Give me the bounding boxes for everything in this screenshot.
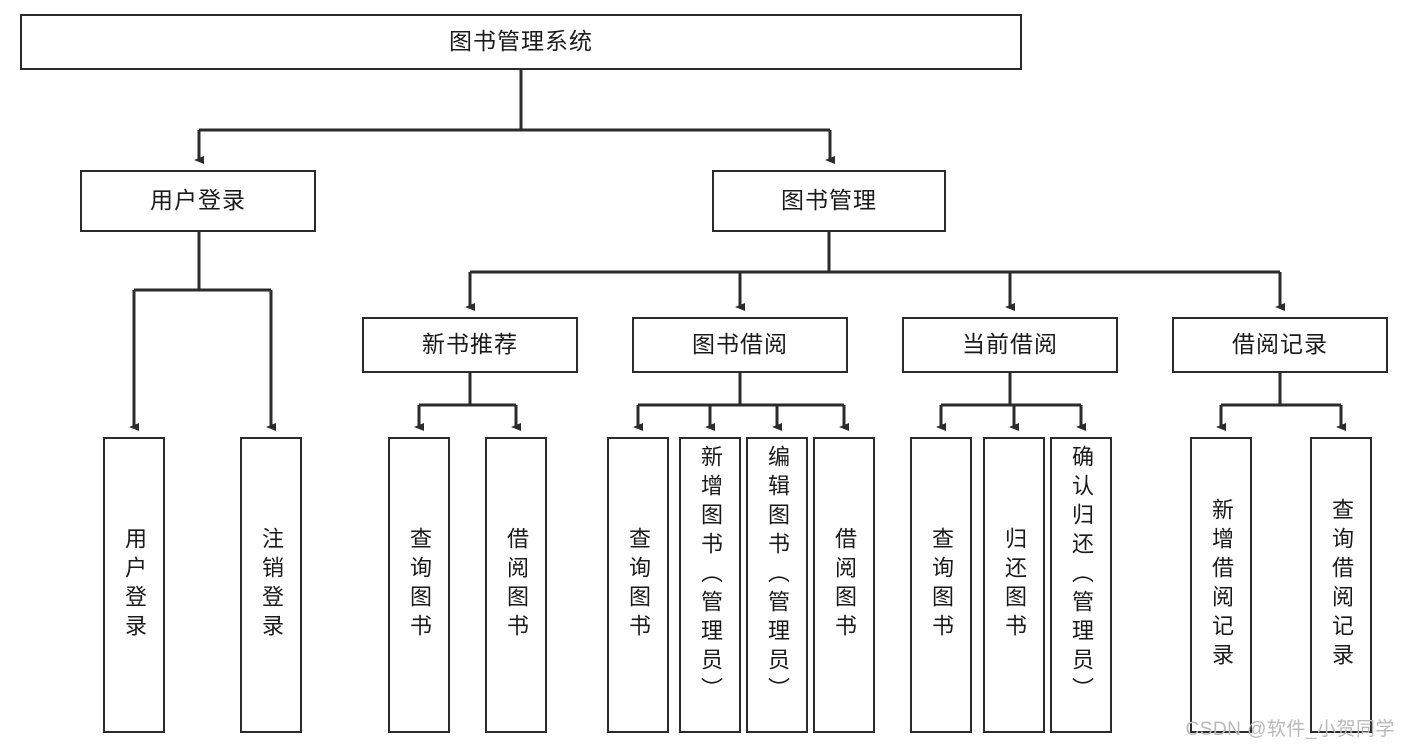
node-book-management[interactable]: 图书管理: [712, 170, 946, 232]
node-label: 图书管理系统: [449, 28, 593, 55]
node-current-borrow[interactable]: 当前借阅: [902, 317, 1118, 373]
node-leaf-return-book[interactable]: 归还图书: [983, 437, 1045, 733]
node-label: 图书管理: [781, 187, 877, 214]
node-leaf-confirm-return-admin[interactable]: 确认归还（管理员）: [1050, 437, 1112, 733]
node-label: 注销登录: [259, 527, 284, 643]
leaf-text-wrap: 用户登录: [105, 439, 163, 731]
node-label: 查询借阅记录: [1329, 498, 1354, 672]
node-leaf-query-borrow-record[interactable]: 查询借阅记录: [1310, 437, 1372, 733]
node-label: 新增图书（管理员）: [698, 445, 723, 706]
leaf-text-wrap: 新增图书（管理员）: [681, 439, 739, 737]
node-label: 用户登录: [122, 527, 147, 643]
node-leaf-borrow-book[interactable]: 借阅图书: [813, 437, 875, 733]
leaf-text-wrap: 新增借阅记录: [1192, 439, 1250, 731]
node-label: 借阅图书: [504, 527, 529, 643]
node-book-borrow[interactable]: 图书借阅: [632, 317, 848, 373]
node-label: 用户登录: [150, 187, 246, 214]
node-label: 借阅图书: [832, 527, 857, 643]
node-leaf-query-book-current[interactable]: 查询图书: [910, 437, 972, 733]
watermark-text: CSDN @软件_小贺同学: [1185, 719, 1395, 740]
node-leaf-user-login[interactable]: 用户登录: [103, 437, 165, 733]
node-label: 图书借阅: [692, 331, 788, 358]
node-new-book-recommend[interactable]: 新书推荐: [362, 317, 578, 373]
node-leaf-logout[interactable]: 注销登录: [240, 437, 302, 733]
node-leaf-borrow-book-recommend[interactable]: 借阅图书: [485, 437, 547, 733]
leaf-text-wrap: 查询图书: [609, 439, 667, 731]
node-label: 归还图书: [1002, 527, 1027, 643]
node-user-login[interactable]: 用户登录: [80, 170, 316, 232]
leaf-text-wrap: 查询图书: [912, 439, 970, 731]
node-leaf-add-borrow-record[interactable]: 新增借阅记录: [1190, 437, 1252, 733]
node-label: 查询图书: [929, 527, 954, 643]
leaf-text-wrap: 归还图书: [985, 439, 1043, 731]
node-label: 借阅记录: [1232, 331, 1328, 358]
node-label: 编辑图书（管理员）: [765, 445, 790, 706]
node-label: 查询图书: [626, 527, 651, 643]
leaf-text-wrap: 查询图书: [390, 439, 448, 731]
tree-edges: [129, 70, 1346, 431]
leaf-text-wrap: 编辑图书（管理员）: [748, 439, 806, 737]
node-label: 新书推荐: [422, 331, 518, 358]
leaf-text-wrap: 借阅图书: [815, 439, 873, 731]
node-label: 查询图书: [407, 527, 432, 643]
node-leaf-edit-book-admin[interactable]: 编辑图书（管理员）: [746, 437, 808, 733]
node-leaf-query-book-borrow[interactable]: 查询图书: [607, 437, 669, 733]
node-leaf-query-book-recommend[interactable]: 查询图书: [388, 437, 450, 733]
node-label: 新增借阅记录: [1209, 498, 1234, 672]
node-label: 当前借阅: [962, 331, 1058, 358]
leaf-text-wrap: 查询借阅记录: [1312, 439, 1370, 731]
node-root-book-management-system[interactable]: 图书管理系统: [20, 14, 1022, 70]
node-leaf-add-book-admin[interactable]: 新增图书（管理员）: [679, 437, 741, 733]
node-label: 确认归还（管理员）: [1069, 445, 1094, 706]
leaf-text-wrap: 注销登录: [242, 439, 300, 731]
leaf-text-wrap: 确认归还（管理员）: [1052, 439, 1110, 737]
node-borrow-record[interactable]: 借阅记录: [1172, 317, 1388, 373]
leaf-text-wrap: 借阅图书: [487, 439, 545, 731]
